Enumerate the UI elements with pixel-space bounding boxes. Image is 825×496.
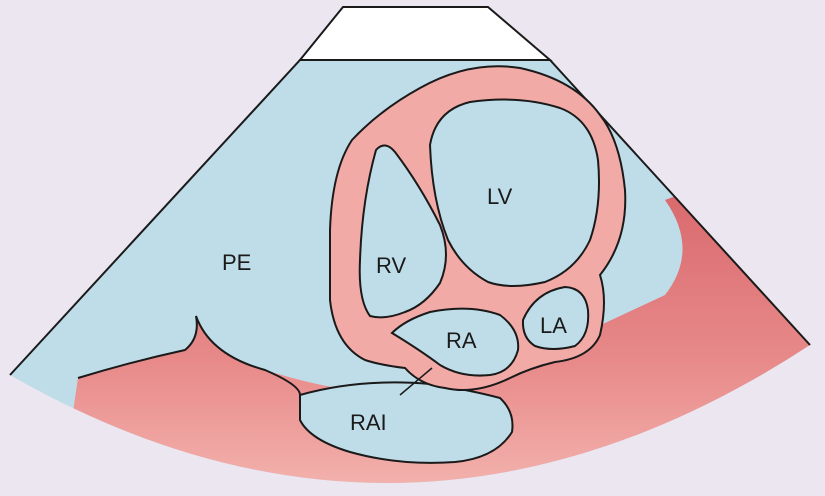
label-ra: RA [446,328,477,353]
label-la: LA [540,313,567,338]
label-lv: LV [487,184,513,209]
transducer-outline [300,7,550,60]
label-rv: RV [376,253,406,278]
label-rai: RAI [350,410,387,435]
label-pe: PE [222,250,251,275]
